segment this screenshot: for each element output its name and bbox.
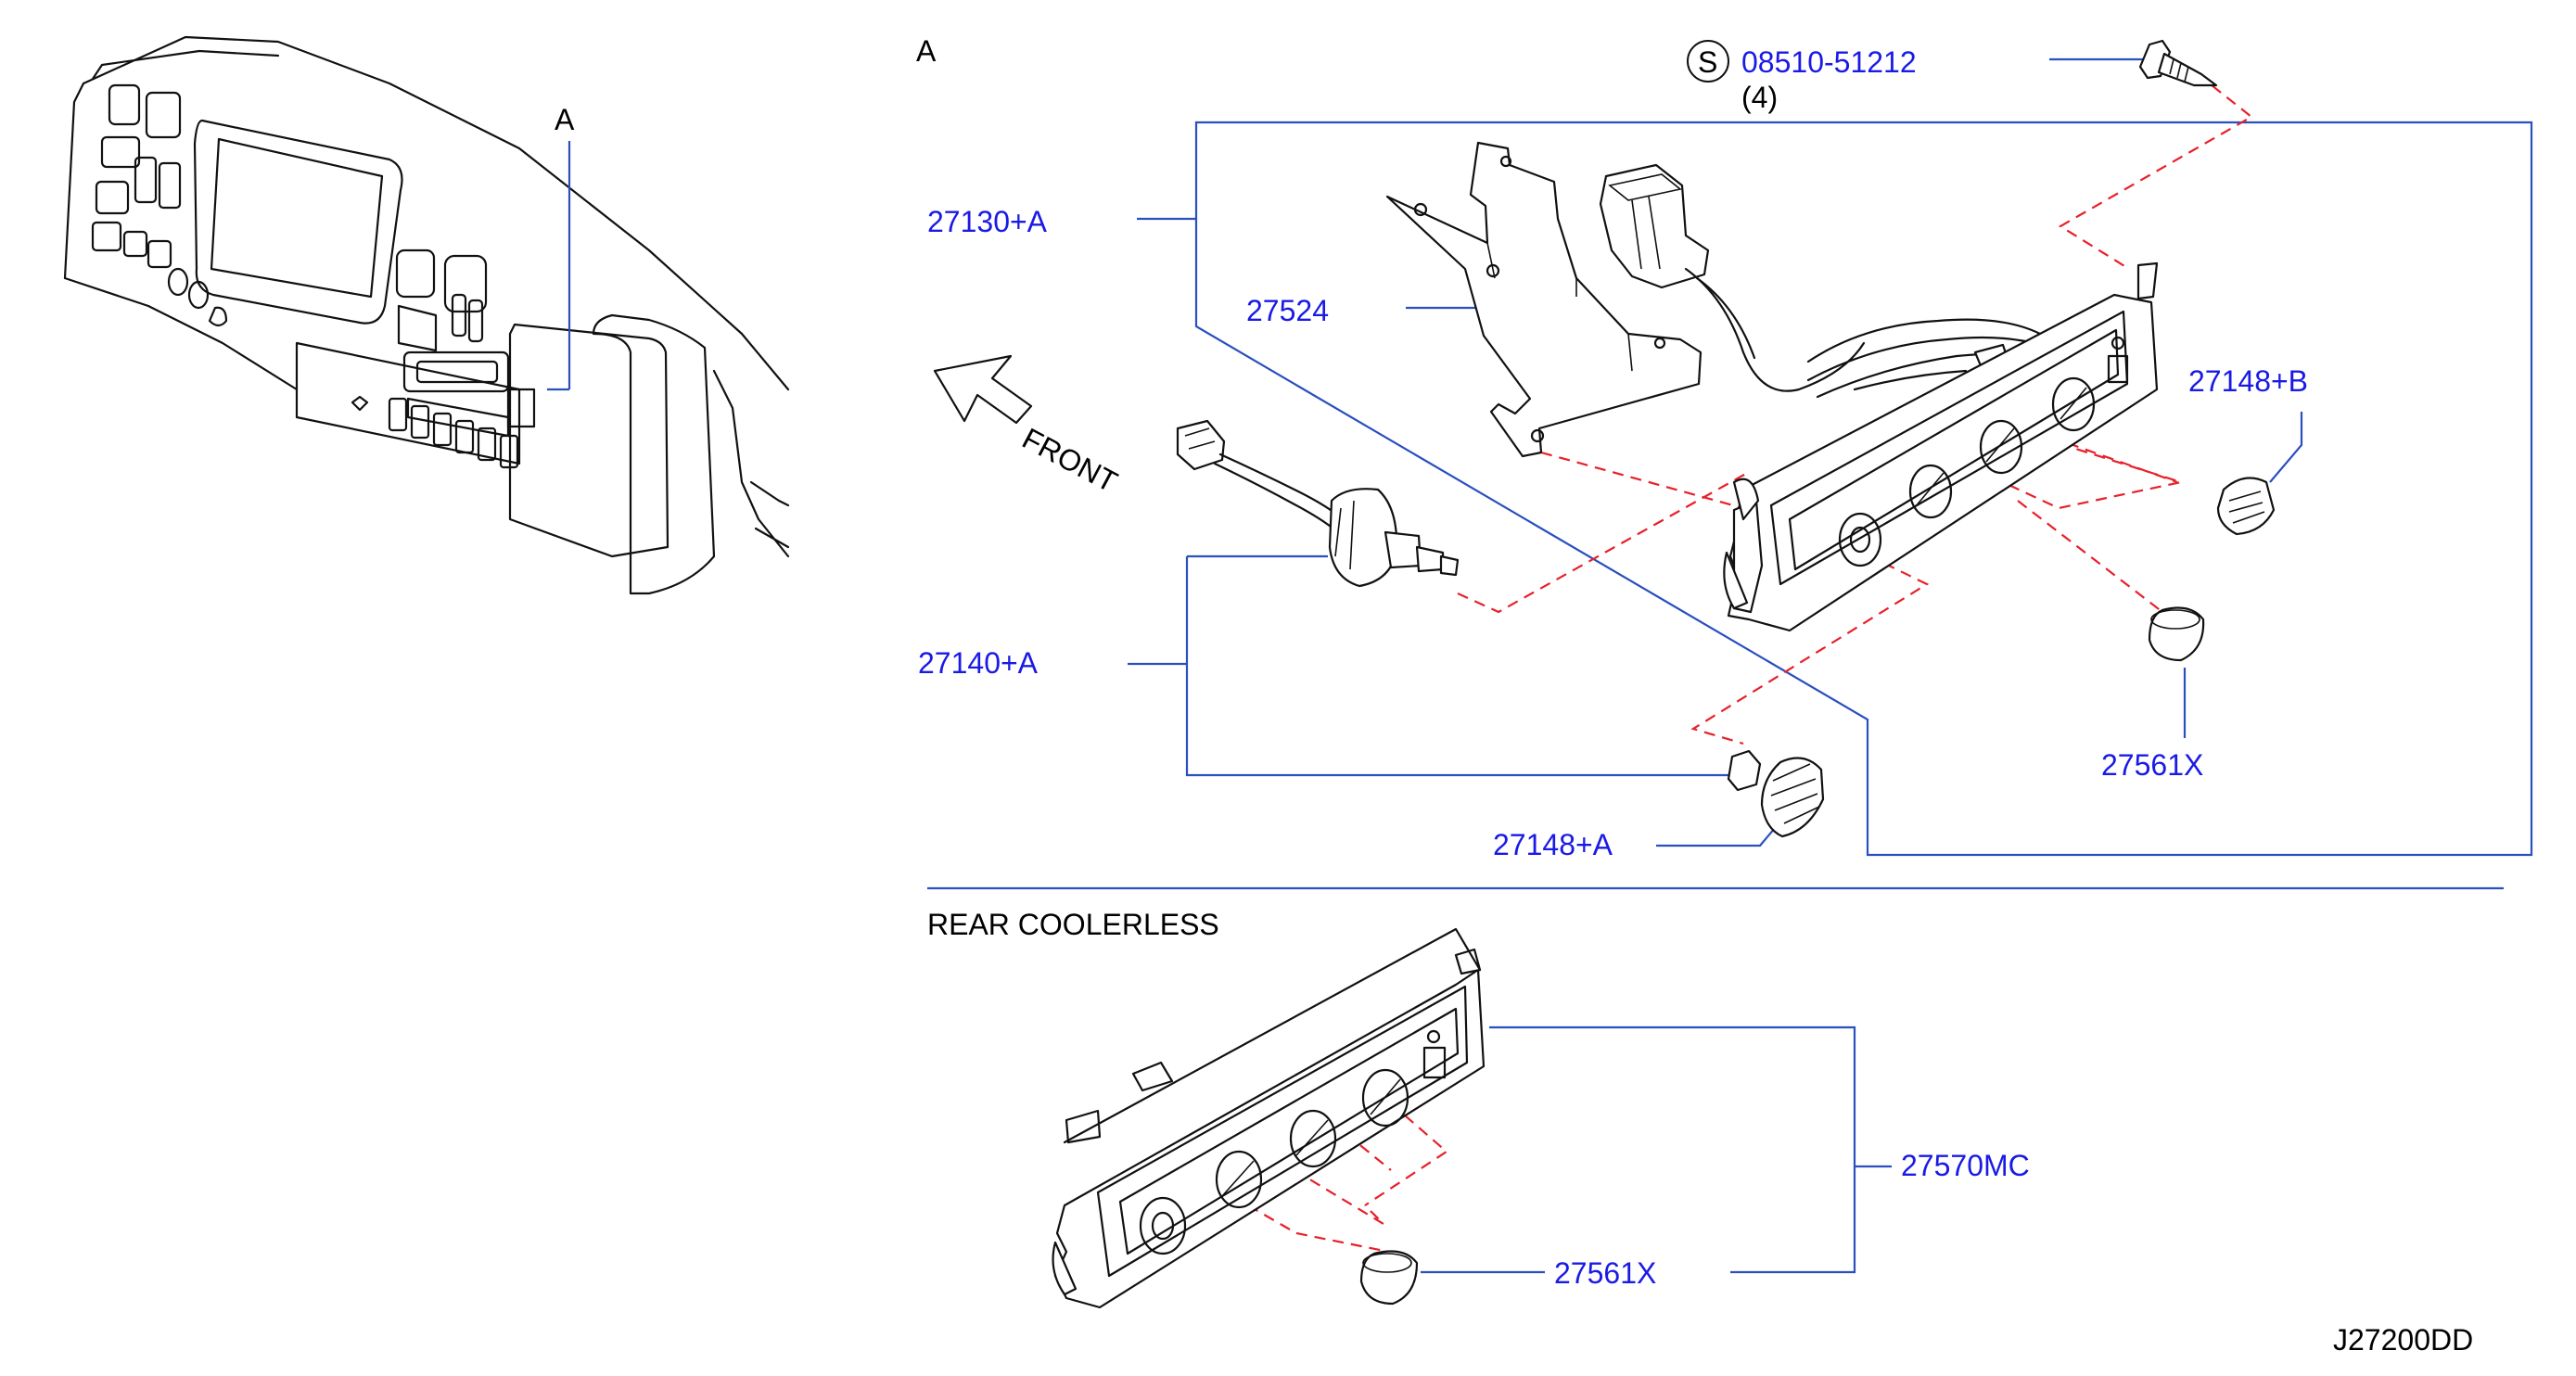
- rear-coolerless-section-title: REAR COOLERLESS: [927, 908, 1219, 941]
- part-label-27140a[interactable]: 27140+A: [918, 646, 1039, 680]
- knob-27148b-drawing: [2216, 477, 2276, 536]
- bolt-quantity-label: (4): [1741, 81, 1778, 114]
- cap-27561x-upper-drawing: [2148, 606, 2205, 662]
- part-label-27524[interactable]: 27524: [1246, 294, 1329, 327]
- text-labels: A A FRONT REAR COOLERLESS J27200DD S 085…: [555, 34, 2473, 1357]
- part-label-27561x-lower[interactable]: 27561X: [1554, 1256, 1656, 1290]
- front-direction-arrow-icon: [933, 354, 1033, 425]
- part-label-27148b[interactable]: 27148+B: [2188, 364, 2308, 398]
- drawing-number: J27200DD: [2333, 1323, 2473, 1357]
- front-arrow-label: FRONT: [1017, 421, 1123, 499]
- part-label-27148a[interactable]: 27148+A: [1493, 828, 1613, 861]
- control-panel-lower-drawing: [1052, 927, 1486, 1309]
- leader-lines: [547, 57, 2533, 1274]
- knob-27148a-drawing: [1727, 749, 1825, 838]
- dashboard-overview-drawing: [63, 35, 790, 595]
- blower-switch-27140-drawing: [1176, 419, 1460, 588]
- bolt-part-number-label[interactable]: 08510-51212: [1741, 45, 1917, 79]
- standard-part-symbol: S: [1698, 45, 1717, 79]
- standard-part-symbol-icon: S: [1687, 40, 1729, 83]
- part-label-27570mc[interactable]: 27570MC: [1901, 1149, 2030, 1182]
- detail-view-title-a: A: [916, 34, 937, 68]
- part-label-27561x-upper[interactable]: 27561X: [2101, 748, 2203, 782]
- bolt-screw: [2138, 39, 2218, 87]
- control-panel-upper-drawing: [1599, 163, 2159, 632]
- cap-27561x-lower-drawing: [1359, 1250, 1419, 1306]
- overview-marker-a: A: [555, 103, 575, 136]
- part-label-27130a[interactable]: 27130+A: [927, 205, 1048, 238]
- bracket-27524-drawing: [1385, 141, 1702, 458]
